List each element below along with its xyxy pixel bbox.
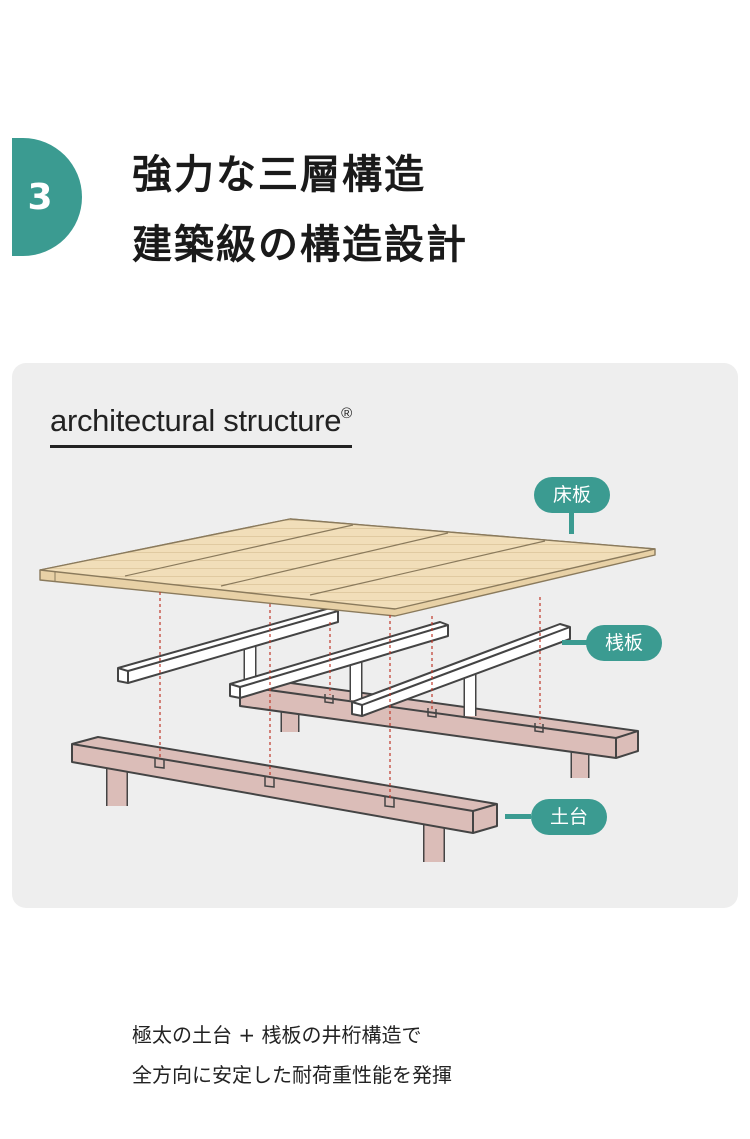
floor-slat-panels [39, 518, 656, 617]
joist-label: 桟板 [586, 625, 662, 661]
step-number: 3 [27, 176, 53, 218]
base-beam-back [239, 678, 639, 778]
assembly-guide-lines [159, 592, 541, 798]
base-label-connector [505, 814, 531, 819]
base-label: 土台 [531, 799, 607, 835]
caption-line-1: 極太の土台 + 桟板の井桁構造で [132, 1023, 422, 1047]
registered-mark: ® [341, 405, 352, 422]
base-beam-front [71, 736, 498, 862]
joist-boards [117, 607, 571, 717]
caption-line-2: 全方向に安定した耐荷重性能を発揮 [132, 1063, 452, 1087]
diagram-title-text: architectural structure [50, 403, 342, 438]
floor-label-connector [569, 512, 574, 534]
feature-caption: 極太の土台 + 桟板の井桁構造で 全方向に安定した耐荷重性能を発揮 [132, 1015, 452, 1095]
diagram-title: architectural structure® [50, 403, 352, 448]
headline-line-2: 建築級の構造設計 [132, 222, 468, 268]
floor-board-label: 床板 [534, 477, 610, 513]
joist-label-connector [562, 640, 588, 645]
headline-line-1: 強力な三層構造 [132, 152, 426, 198]
page-headline: 強力な三層構造 建築級の構造設計 [132, 140, 468, 280]
